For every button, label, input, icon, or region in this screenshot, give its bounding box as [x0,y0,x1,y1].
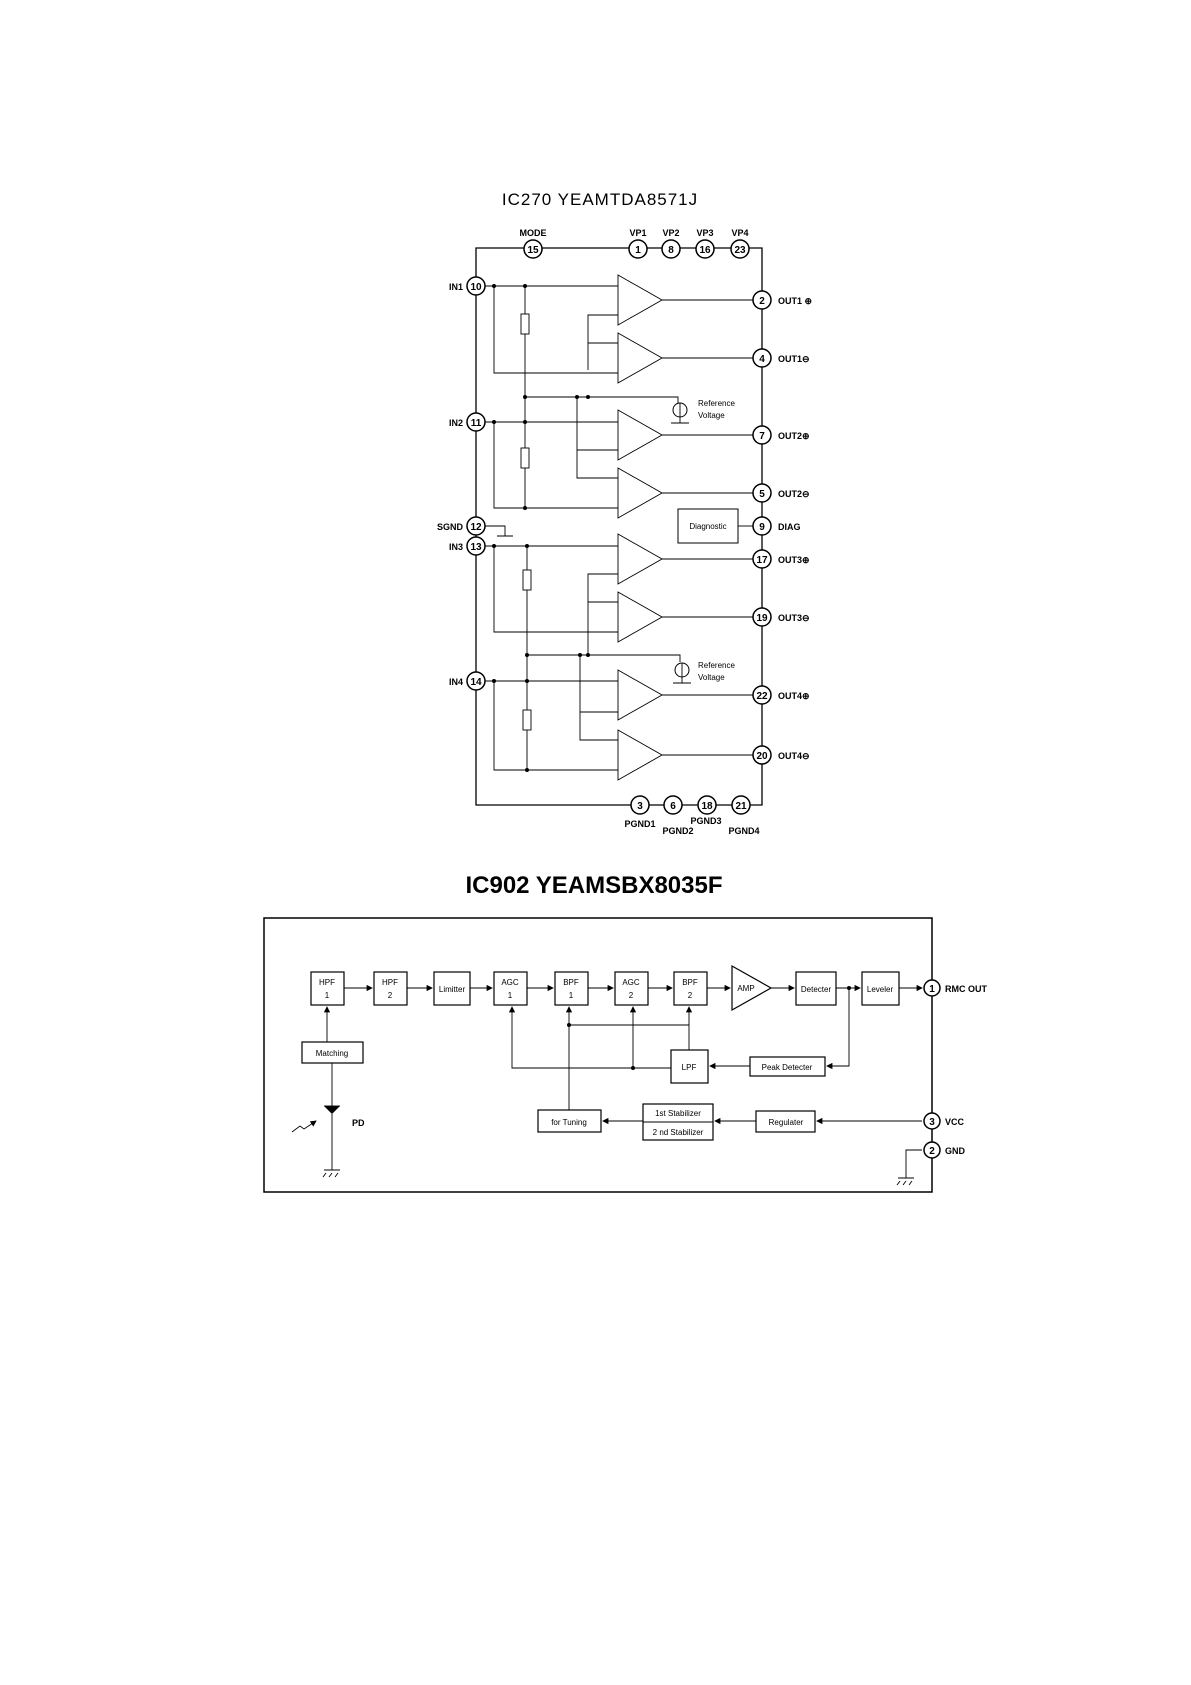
pin-out4p-num: 22 [756,691,768,702]
block-for-tuning: for Tuning [551,1118,587,1127]
pin-out3p-label: OUT3⊕ [778,555,810,565]
pin-out3n-label: OUT3⊖ [778,613,810,623]
block-bpf2-line1: BPF [682,978,698,987]
ic270-bottom-pins: 3 6 18 21 PGND1 PGND2 PGND3 PGND4 [624,795,760,836]
pin-in4-label: IN4 [449,677,463,687]
block-agc2-line2: 2 [629,991,634,1000]
block-hpf2-line1: HPF [382,978,398,987]
ic270-diagram: IC270 YEAMTDA8571J 15 1 8 16 23 MODE VP1… [437,190,812,836]
pin-out3p-num: 17 [756,555,768,566]
pin-vp1-num: 1 [635,245,641,256]
block-regulater: Regulater [769,1118,804,1127]
pin-in2-num: 11 [471,418,482,429]
pin-vp4-label: VP4 [731,228,748,238]
pin-out2p-num: 7 [759,431,765,442]
pin-pgnd4-label: PGND4 [728,826,759,836]
block-matching: Matching [316,1049,348,1058]
pin-out2p-label: OUT2⊕ [778,431,810,441]
pin-out1n-label: OUT1⊖ [778,354,810,364]
pin-out4p-label: OUT4⊕ [778,691,810,701]
ref-voltage-2-line1: Reference [698,661,735,670]
pin-out2n-label: OUT2⊖ [778,489,810,499]
block-agc1-line1: AGC [501,978,519,987]
pin-pgnd2-label: PGND2 [662,826,693,836]
pin-in3-num: 13 [470,542,482,553]
pin-pgnd1-num: 3 [637,801,643,812]
pin-mode-num: 15 [527,245,539,256]
ic902-title: IC902 YEAMSBX8035F [465,872,722,899]
pin-in4-num: 14 [470,677,482,688]
ic270-internal-circuit: Reference Voltage Diagnostic [485,274,753,781]
pin-out3n-num: 19 [756,613,768,624]
pin-vp3-label: VP3 [696,228,713,238]
ic902-pins: 1 3 2 RMC OUT VCC GND [923,979,987,1159]
block-limitter: Limitter [439,985,466,994]
block-bpf1-line2: 1 [569,991,574,1000]
ic902-power-section: for Tuning 1st Stabilizer 2 nd Stabilize… [537,1027,922,1186]
pin-out1p-label: OUT1 ⊕ [778,296,812,306]
block-bpf2-line2: 2 [688,991,693,1000]
block-hpf2-line2: 2 [388,991,393,1000]
ic270-title: IC270 YEAMTDA8571J [502,190,698,209]
ref-voltage-1-line2: Voltage [698,411,725,420]
pin-pgnd3-num: 18 [701,801,713,812]
pin-vcc-num: 3 [929,1117,935,1128]
pin-pgnd3-label: PGND3 [690,816,721,826]
pin-out4n-num: 20 [756,751,768,762]
pin-out4n-label: OUT4⊖ [778,751,810,761]
block-agc2-line1: AGC [622,978,640,987]
ic902-signal-chain: HPF 1 HPF 2 Limitter AGC 1 BPF 1 AGC 2 B… [310,964,923,1012]
pin-vp4-num: 23 [734,245,746,256]
pin-gnd-num: 2 [929,1146,935,1157]
pin-in2-label: IN2 [449,418,463,428]
ic270-right-pins: 2 4 7 5 9 17 19 22 20 OUT1 ⊕ OUT1⊖ OUT2⊕… [752,290,812,765]
ref-voltage-1-line1: Reference [698,399,735,408]
block-detecter: Detecter [801,985,832,994]
block-lpf: LPF [682,1063,697,1072]
block-hpf1-line2: 1 [325,991,330,1000]
block-amp: AMP [737,984,754,993]
block-hpf1-line1: HPF [319,978,335,987]
ic902-diagram: IC902 YEAMSBX8035F HPF 1 HPF 2 Limitter … [263,872,987,1193]
ic270-top-pins: 15 1 8 16 23 MODE VP1 VP2 VP3 VP4 [520,228,750,259]
ic270-left-pins: 10 11 12 13 14 IN1 IN2 SGND IN3 IN4 [437,276,486,691]
pin-sgnd-label: SGND [437,522,464,532]
pin-rmc-out-num: 1 [929,984,935,995]
pin-out1p-num: 2 [759,296,765,307]
block-leveler: Leveler [867,985,894,994]
pin-pgnd2-num: 6 [670,801,676,812]
pin-in1-num: 10 [470,282,482,293]
pin-sgnd-num: 12 [470,522,482,533]
pin-vcc-label: VCC [945,1117,965,1127]
pin-vp2-num: 8 [668,245,674,256]
pin-out1n-num: 4 [759,354,765,365]
block-2nd-stabilizer: 2 nd Stabilizer [653,1128,704,1137]
pin-pgnd1-label: PGND1 [624,819,655,829]
pin-vp3-num: 16 [699,245,711,256]
diagnostic-block: Diagnostic [689,522,726,531]
pin-in3-label: IN3 [449,542,463,552]
pin-diag-label: DIAG [778,522,801,532]
pin-mode-label: MODE [520,228,547,238]
pd-label: PD [352,1118,365,1128]
pin-pgnd4-num: 21 [735,801,747,812]
ic902-feedback-section: LPF Peak Detecter [508,988,850,1084]
pin-diag-num: 9 [759,522,765,533]
block-bpf1-line1: BPF [563,978,579,987]
pin-gnd-label: GND [945,1146,966,1156]
ic902-input-section: Matching PD [291,1006,365,1178]
pin-out2n-num: 5 [759,489,765,500]
pin-in1-label: IN1 [449,282,463,292]
ref-voltage-2-line2: Voltage [698,673,725,682]
ic902-frame [263,917,933,1193]
pin-rmc-out-label: RMC OUT [945,984,987,994]
block-peak-detecter: Peak Detecter [762,1063,813,1072]
pin-vp1-label: VP1 [629,228,646,238]
block-1st-stabilizer: 1st Stabilizer [655,1109,701,1118]
block-agc1-line2: 1 [508,991,513,1000]
pin-vp2-label: VP2 [662,228,679,238]
